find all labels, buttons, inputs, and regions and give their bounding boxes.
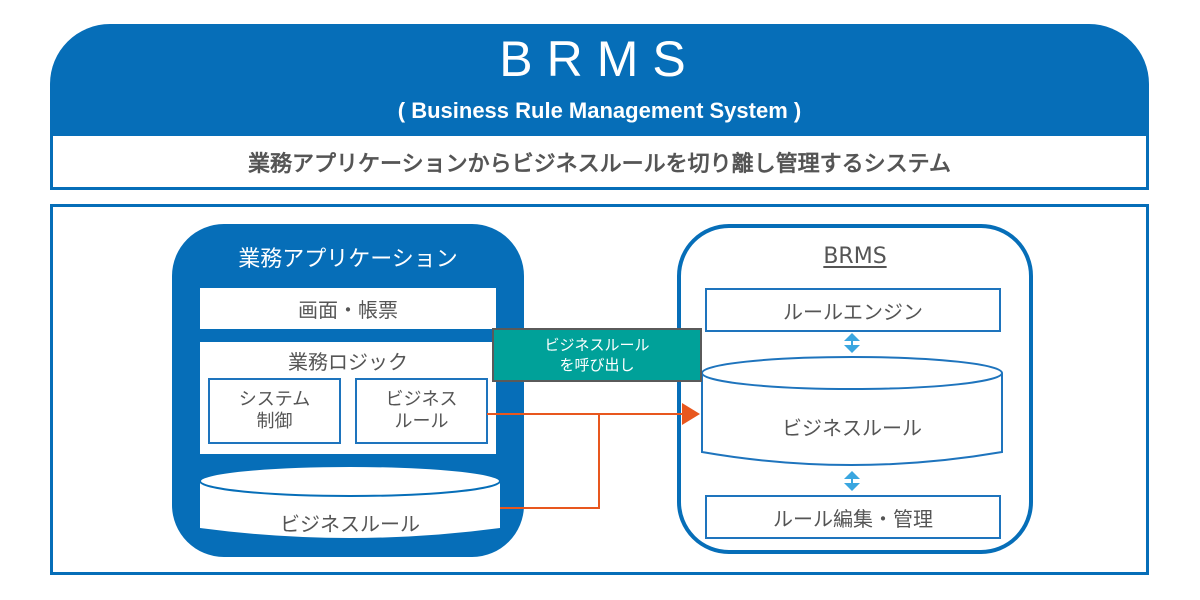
callout-line-2: を呼び出し [559,356,635,374]
rule-engine-box: ルールエンジン [705,288,1001,332]
header-subtitle: ( Business Rule Management System ) [397,98,802,123]
tagline-box: 業務アプリケーションからビジネスルールを切り離し管理するシステム [53,136,1146,187]
bidirectional-arrow-icon [844,333,860,353]
screen-report-box: 画面・帳票 [200,288,496,329]
business-logic-box: 業務ロジック システム 制御 ビジネス ルール [200,342,496,454]
bidirectional-arrow-icon [844,471,860,491]
call-business-rule-callout: ビジネスルール を呼び出し [492,328,702,382]
tagline-text: 業務アプリケーションからビジネスルールを切り離し管理するシステム [248,151,951,177]
arrow-head-icon [682,403,700,425]
rule-engine-label: ルールエンジン [783,299,923,324]
call-arrow [487,403,700,509]
callout-line-1: ビジネスルール [544,336,650,354]
business-application-title: 業務アプリケーション [238,247,458,272]
screen-report-label: 画面・帳票 [298,298,398,322]
header-banner: BRMS ( Business Rule Management System )… [50,24,1149,190]
brms-database-label: ビジネスルール [782,416,922,440]
brms-title: BRMS [823,244,887,269]
rule-edit-management-box: ルール編集・管理 [705,495,1001,539]
system-control-box: システム 制御 [208,378,341,444]
app-database-label: ビジネスルール [280,512,420,536]
header-title: BRMS [499,31,700,87]
rule-edit-management-label: ルール編集・管理 [773,506,933,531]
business-logic-title: 業務ロジック [288,350,408,374]
brms-database-cylinder [701,356,1003,466]
app-database-cylinder [199,465,501,538]
embedded-business-rule-box: ビジネス ルール [355,378,488,444]
